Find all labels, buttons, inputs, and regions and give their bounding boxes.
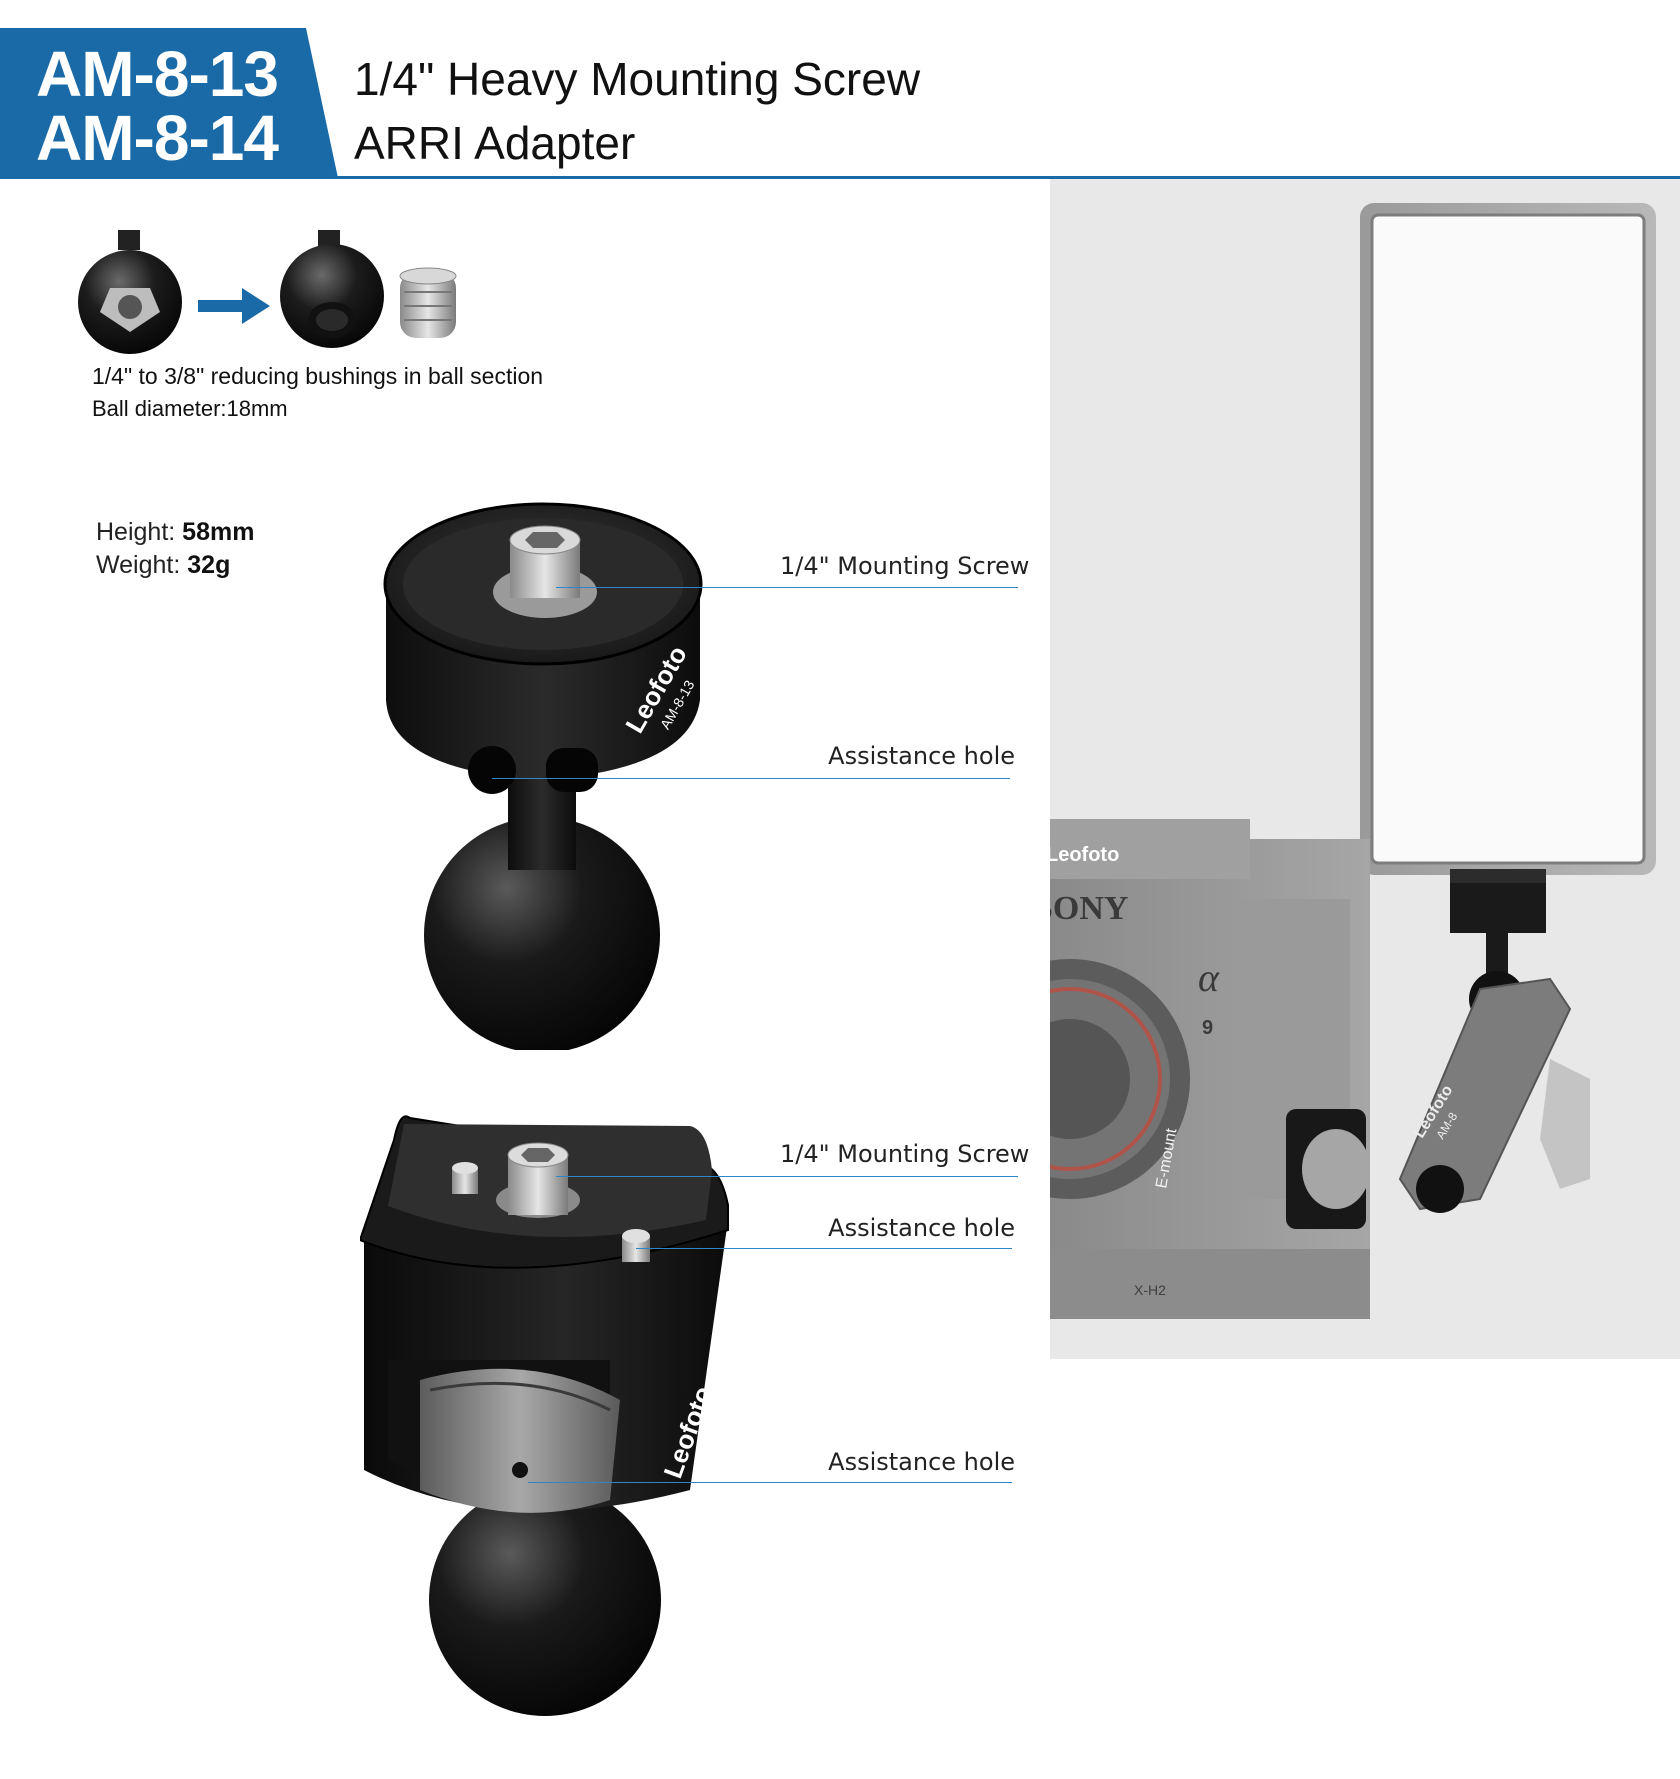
leader-top-screw (556, 587, 1018, 588)
callout-bottom-hole-1: Assistance hole (828, 1214, 1015, 1242)
bottom-pin-icon (452, 1162, 478, 1194)
model-number-2: AM-8-14 (36, 102, 279, 174)
spec-height: Height: 58mm (96, 518, 254, 547)
ball-diameter: Ball diameter:18mm (92, 396, 288, 421)
top-assistance-hole-icon (468, 746, 516, 794)
spec-height-value: 58mm (182, 518, 255, 546)
product-am-8-13: Leofoto AM-8-13 (383, 502, 703, 1050)
cage-model-label: X-H2 (1134, 1282, 1166, 1298)
top-mounting-screw-icon (493, 525, 597, 618)
spec-height-label: Height: (96, 518, 176, 546)
spec-weight: Weight: 32g (96, 551, 230, 580)
callout-bottom-screw: 1/4" Mounting Screw (780, 1140, 1030, 1168)
header-rule (0, 176, 1680, 179)
model-badge (0, 28, 338, 178)
product-am-8-14: Leofoto AM-8-14 (360, 1115, 729, 1716)
spec-weight-value: 32g (187, 551, 231, 579)
bushing-caption: 1/4" to 3/8" reducing bushings in ball s… (92, 363, 544, 389)
callout-top-hole: Assistance hole (828, 742, 1015, 770)
ball-without-bushing-icon (280, 230, 384, 348)
bushing-diagram (78, 230, 457, 354)
knurled-knob-icon (420, 1368, 620, 1513)
leader-bottom-hole-1 (636, 1248, 1012, 1249)
callout-top-screw: 1/4" Mounting Screw (780, 552, 1030, 580)
arrow-right-icon (198, 288, 270, 324)
camera-with-cage: Leofoto SONY α 9 E-mount X-H2 (1050, 819, 1370, 1319)
led-light-panel (1360, 203, 1656, 875)
ball-with-bushing-icon (78, 230, 182, 354)
camera-alpha-model: 9 (1202, 1017, 1213, 1039)
model-number-1: AM-8-13 (36, 38, 279, 110)
product-title: 1/4" Heavy Mounting Screw (354, 53, 921, 105)
camera-alpha-symbol: α (1198, 955, 1220, 1000)
cage-brand-label: Leofoto (1050, 844, 1119, 866)
bottom-mounting-screw-icon (496, 1142, 580, 1218)
bottom-assistance-hole-icon-1 (622, 1229, 650, 1262)
magic-arm: Leofoto AM-8 (1286, 869, 1590, 1229)
spec-weight-label: Weight: (96, 551, 181, 579)
callout-bottom-hole-2: Assistance hole (828, 1448, 1015, 1476)
reducing-bushing-icon (399, 267, 457, 338)
usage-scene: Leofoto SONY α 9 E-mount X-H2 Leofoto AM… (1050, 203, 1656, 1319)
camera-brand-label: SONY (1050, 890, 1128, 927)
leader-top-hole (492, 778, 1010, 779)
leader-bottom-screw (556, 1176, 1018, 1177)
bottom-assistance-hole-icon-2 (512, 1462, 528, 1478)
leader-bottom-hole-2 (528, 1482, 1012, 1483)
product-subtitle: ARRI Adapter (354, 117, 636, 169)
